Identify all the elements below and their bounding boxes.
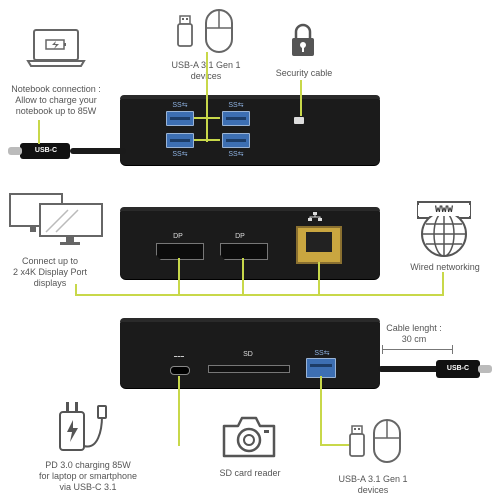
- connector-line: [38, 120, 40, 144]
- usb-stick-icon: [349, 425, 365, 457]
- displayport-1: [156, 243, 204, 260]
- ethernet-jack: [306, 232, 332, 252]
- ss-label-front: SS⇆: [314, 350, 330, 357]
- dual-monitor-icon: [9, 193, 103, 245]
- network-icon: [308, 212, 322, 221]
- connector-line: [320, 444, 360, 446]
- ethernet-port: [296, 226, 342, 264]
- sd-label: SD: [243, 351, 253, 358]
- cable-length-text: Cable lenght : 30 cm: [374, 323, 454, 345]
- cable-length-line-2: 30 cm: [401, 334, 427, 344]
- usb-c-port-marker: [174, 356, 184, 359]
- dock-top-edge: [120, 95, 380, 99]
- usb-c-cable-1: [70, 148, 126, 154]
- cable-length-tick-left: [382, 345, 383, 354]
- connector-line: [206, 52, 208, 142]
- cable-length-line-1: Cable lenght :: [386, 323, 442, 333]
- connector-line: [442, 272, 444, 296]
- displayport-2: [220, 243, 268, 260]
- notebook-line-2: Allow to charge your: [15, 95, 97, 105]
- pd-charging-text: PD 3.0 charging 85W for laptop or smartp…: [28, 460, 148, 493]
- connector-line: [320, 376, 322, 446]
- usb-c-tip-2: [478, 365, 492, 373]
- dock-top-edge: [120, 207, 380, 211]
- ss-label-4: SS⇆: [228, 151, 244, 158]
- connector-line: [242, 258, 244, 296]
- connector-line: [194, 139, 220, 141]
- usb-a-port-1: [166, 111, 194, 126]
- usb-devices-line-1: USB-A 3.1 Gen 1: [171, 60, 241, 70]
- display-text: Connect up to 2 x4K Display Port display…: [2, 256, 98, 289]
- usb-stick-icon: [177, 15, 193, 47]
- usb-a-port-front: [306, 358, 336, 378]
- cable-length-arrow: [382, 349, 452, 350]
- notebook-line-1: Notebook connection :: [11, 84, 101, 94]
- ss-label-1: SS⇆: [172, 102, 188, 109]
- connector-line: [75, 284, 77, 296]
- pd-line-2: for laptop or smartphone: [38, 471, 138, 481]
- connector-line: [318, 294, 442, 296]
- dock-front-view: [120, 318, 380, 388]
- cable-length-tick-right: [452, 345, 453, 354]
- display-line-2: 2 x4K Display Port: [12, 267, 88, 277]
- ss-label-2: SS⇆: [172, 151, 188, 158]
- padlock-icon: [292, 23, 314, 56]
- connector-line: [178, 376, 180, 446]
- usb-c-plug-label-2: USB-C: [446, 365, 470, 372]
- charger-plug-icon: [59, 402, 107, 451]
- dock-top-view-1: [120, 95, 380, 165]
- usb-c-cable-2: [378, 366, 440, 372]
- ss-label-3: SS⇆: [228, 102, 244, 109]
- mouse-icon: [205, 9, 233, 53]
- usb-c-tip-1: [8, 147, 22, 155]
- security-slot: [294, 117, 304, 124]
- notebook-line-3: notebook up to 85W: [15, 106, 97, 116]
- usb-devices-text-2: USB-A 3.1 Gen 1 devices: [328, 474, 418, 496]
- connector-line: [194, 117, 220, 119]
- dock-top-edge: [120, 318, 380, 322]
- dp-label-1: DP: [173, 233, 183, 240]
- usb-devices-text: USB-A 3.1 Gen 1 devices: [160, 60, 252, 82]
- usb-a-port-4: [222, 133, 250, 148]
- mouse-icon: [373, 419, 401, 463]
- sd-card-slot: [208, 365, 290, 373]
- usb-c-plug-2: [436, 360, 480, 378]
- notebook-connection-text: Notebook connection : Allow to charge yo…: [6, 84, 106, 117]
- display-line-3: displays: [33, 278, 67, 288]
- sd-card-reader-label: SD card reader: [219, 468, 281, 478]
- usb-devices-2-line-2: devices: [357, 485, 389, 495]
- usb-devices-2-line-1: USB-A 3.1 Gen 1: [338, 474, 408, 484]
- usb-c-port: [170, 366, 190, 375]
- connector-line: [178, 258, 180, 296]
- usb-c-plug-label-1: USB-C: [34, 147, 58, 154]
- www-label: WWW: [418, 205, 470, 216]
- connector-line: [75, 294, 335, 296]
- security-cable-label: Security cable: [275, 68, 333, 78]
- pd-line-3: via USB-C 3.1: [59, 482, 117, 492]
- laptop-charging-icon: [26, 29, 86, 67]
- camera-icon: [222, 416, 276, 458]
- connector-line: [318, 262, 320, 296]
- display-line-1: Connect up to: [21, 256, 79, 266]
- usb-a-port-2: [166, 133, 194, 148]
- usb-c-plug-1: [20, 143, 70, 159]
- wired-networking-label: Wired networking: [410, 262, 480, 272]
- usb-a-port-3: [222, 111, 250, 126]
- pd-line-1: PD 3.0 charging 85W: [45, 460, 131, 470]
- connector-line: [300, 80, 302, 116]
- dp-label-2: DP: [235, 233, 245, 240]
- usb-devices-line-2: devices: [160, 71, 252, 82]
